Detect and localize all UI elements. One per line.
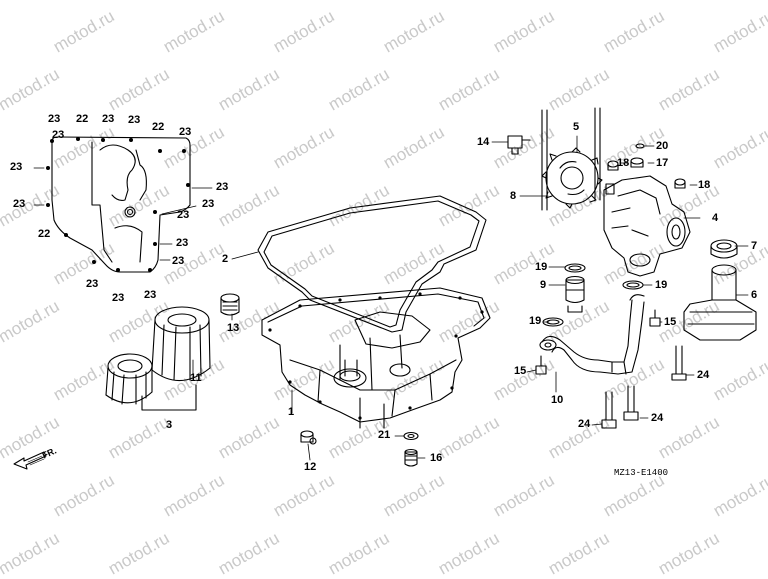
- drain-bolt-left: [300, 430, 317, 445]
- callout-22b: 22: [152, 121, 165, 133]
- oil-pipe: [539, 294, 645, 375]
- callout-23e: 23: [52, 129, 65, 141]
- callout-4: 4: [712, 212, 719, 224]
- callout-22a: 22: [76, 113, 89, 125]
- callout-23g: 23: [216, 181, 229, 193]
- oil-pan-gasket: [257, 195, 487, 333]
- callout-23d: 23: [179, 126, 192, 138]
- callout-21: 21: [378, 429, 391, 441]
- callout-19a: 19: [535, 261, 548, 273]
- front-direction-arrow: [13, 451, 47, 470]
- callout-3: 3: [166, 419, 173, 431]
- callout-24a: 24: [697, 369, 710, 381]
- callout-9: 9: [540, 279, 547, 291]
- callout-11: 11: [190, 372, 202, 384]
- callout-23l: 23: [172, 255, 185, 267]
- oil-strainer: [683, 239, 757, 341]
- callout-16: 16: [430, 452, 443, 464]
- callout-12: 12: [304, 461, 317, 473]
- pump-sprocket-chain: [541, 107, 603, 211]
- diagram-code: MZ13-E1400: [614, 468, 669, 478]
- leader-lines: [33, 135, 749, 461]
- callout-8: 8: [510, 190, 517, 202]
- callout-13: 13: [227, 322, 240, 334]
- sensor-switch: [507, 135, 531, 155]
- callout-18a: 18: [617, 157, 630, 169]
- callout-15a: 15: [664, 316, 677, 328]
- callout-17: 17: [656, 157, 669, 169]
- callout-10: 10: [551, 394, 564, 406]
- callout-1: 1: [288, 406, 295, 418]
- callout-23f: 23: [10, 161, 23, 173]
- callout-14: 14: [477, 136, 490, 148]
- callout-24b: 24: [651, 412, 664, 424]
- callout-23m: 23: [86, 278, 99, 290]
- callout-23o: 23: [144, 289, 157, 301]
- mounting-bolts: [535, 309, 687, 429]
- drain-bolt: [403, 431, 419, 467]
- callout-23j: 23: [177, 209, 190, 221]
- callout-23c: 23: [128, 114, 141, 126]
- callout-5: 5: [573, 121, 580, 133]
- callout-19c: 19: [655, 279, 668, 291]
- oil-filter: [105, 306, 211, 411]
- callout-23h: 23: [13, 198, 26, 210]
- oil-pan-body: [261, 287, 491, 429]
- callout-7: 7: [751, 240, 758, 252]
- callout-19b: 19: [529, 315, 542, 327]
- callout-23i: 23: [202, 198, 215, 210]
- callout-15b: 15: [514, 365, 527, 377]
- callout-23a: 23: [48, 113, 61, 125]
- oil-strainer-pipe-joint: [542, 263, 644, 327]
- callout-22c: 22: [38, 228, 51, 240]
- callout-23k: 23: [176, 237, 189, 249]
- callout-23n: 23: [112, 292, 125, 304]
- callout-18b: 18: [698, 179, 711, 191]
- side-cover-gasket: [46, 136, 191, 273]
- callout-6: 6: [751, 289, 758, 301]
- callout-23b: 23: [102, 113, 115, 125]
- callout-24c: 24: [578, 418, 591, 430]
- callout-2: 2: [222, 253, 229, 265]
- oil-pump: [603, 143, 691, 277]
- callout-20: 20: [656, 140, 669, 152]
- oil-fitting: [220, 293, 240, 316]
